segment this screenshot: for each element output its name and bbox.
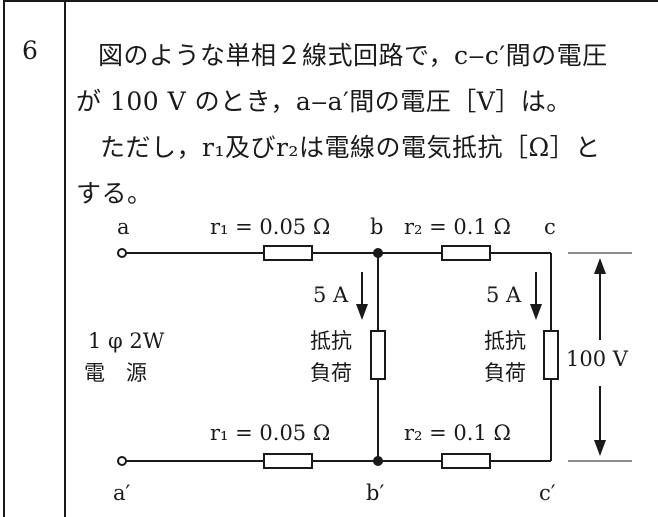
node-label-b-prime: b′ xyxy=(366,481,384,505)
label-r1-bottom: r₁ = 0.05 Ω xyxy=(210,421,330,445)
left-border xyxy=(3,0,5,517)
resistor-r2-top xyxy=(441,245,491,261)
label-load-c-line2: 負荷 xyxy=(484,361,526,385)
junction-b xyxy=(373,248,383,258)
label-r2-bottom: r₂ = 0.1 Ω xyxy=(404,421,511,445)
label-load-b-line2: 負荷 xyxy=(310,361,352,385)
resistor-r1-bottom xyxy=(263,453,313,469)
label-voltage-cc: 100 V xyxy=(566,347,629,371)
label-load-b-line1: 抵抗 xyxy=(310,329,352,353)
node-label-c: c xyxy=(544,215,556,239)
node-label-c-prime: c′ xyxy=(539,481,556,505)
label-current-b: 5 A xyxy=(313,283,349,307)
question-line-1: 図のような単相２線式回路で，c‒c′間の電圧 xyxy=(98,41,608,70)
current-b-arrowhead xyxy=(356,304,368,320)
label-r2-top: r₂ = 0.1 Ω xyxy=(404,215,511,239)
label-source-line1: 1 φ 2W xyxy=(88,329,165,353)
number-column-divider xyxy=(64,0,66,517)
voltage-arrowhead-down xyxy=(594,440,606,456)
voltage-arrowhead-up xyxy=(594,258,606,274)
label-current-c: 5 A xyxy=(486,283,522,307)
node-label-a: a xyxy=(117,215,130,239)
node-label-a-prime: a′ xyxy=(113,481,131,505)
terminal-a xyxy=(117,248,127,258)
current-c-arrowhead xyxy=(530,304,542,320)
label-source-line2: 電 源 xyxy=(84,361,147,385)
question-number: 6 xyxy=(22,36,38,65)
question-line-4: する。 xyxy=(76,179,153,208)
question-line-3: ただし，r₁及びr₂は電線の電気抵抗［Ω］と xyxy=(100,133,601,162)
top-border xyxy=(3,0,658,2)
label-load-c-line1: 抵抗 xyxy=(484,329,526,353)
resistor-r2-bottom xyxy=(441,453,491,469)
junction-b-prime xyxy=(373,456,383,466)
label-r1-top: r₁ = 0.05 Ω xyxy=(210,215,330,239)
resistor-r1-top xyxy=(263,245,313,261)
terminal-a-prime xyxy=(117,456,127,466)
node-label-b: b xyxy=(370,215,383,239)
load-c-resistor xyxy=(543,330,559,380)
question-line-2: が 100 V のとき，a‒a′間の電圧［V］は。 xyxy=(76,87,572,116)
load-b-resistor xyxy=(370,330,386,380)
